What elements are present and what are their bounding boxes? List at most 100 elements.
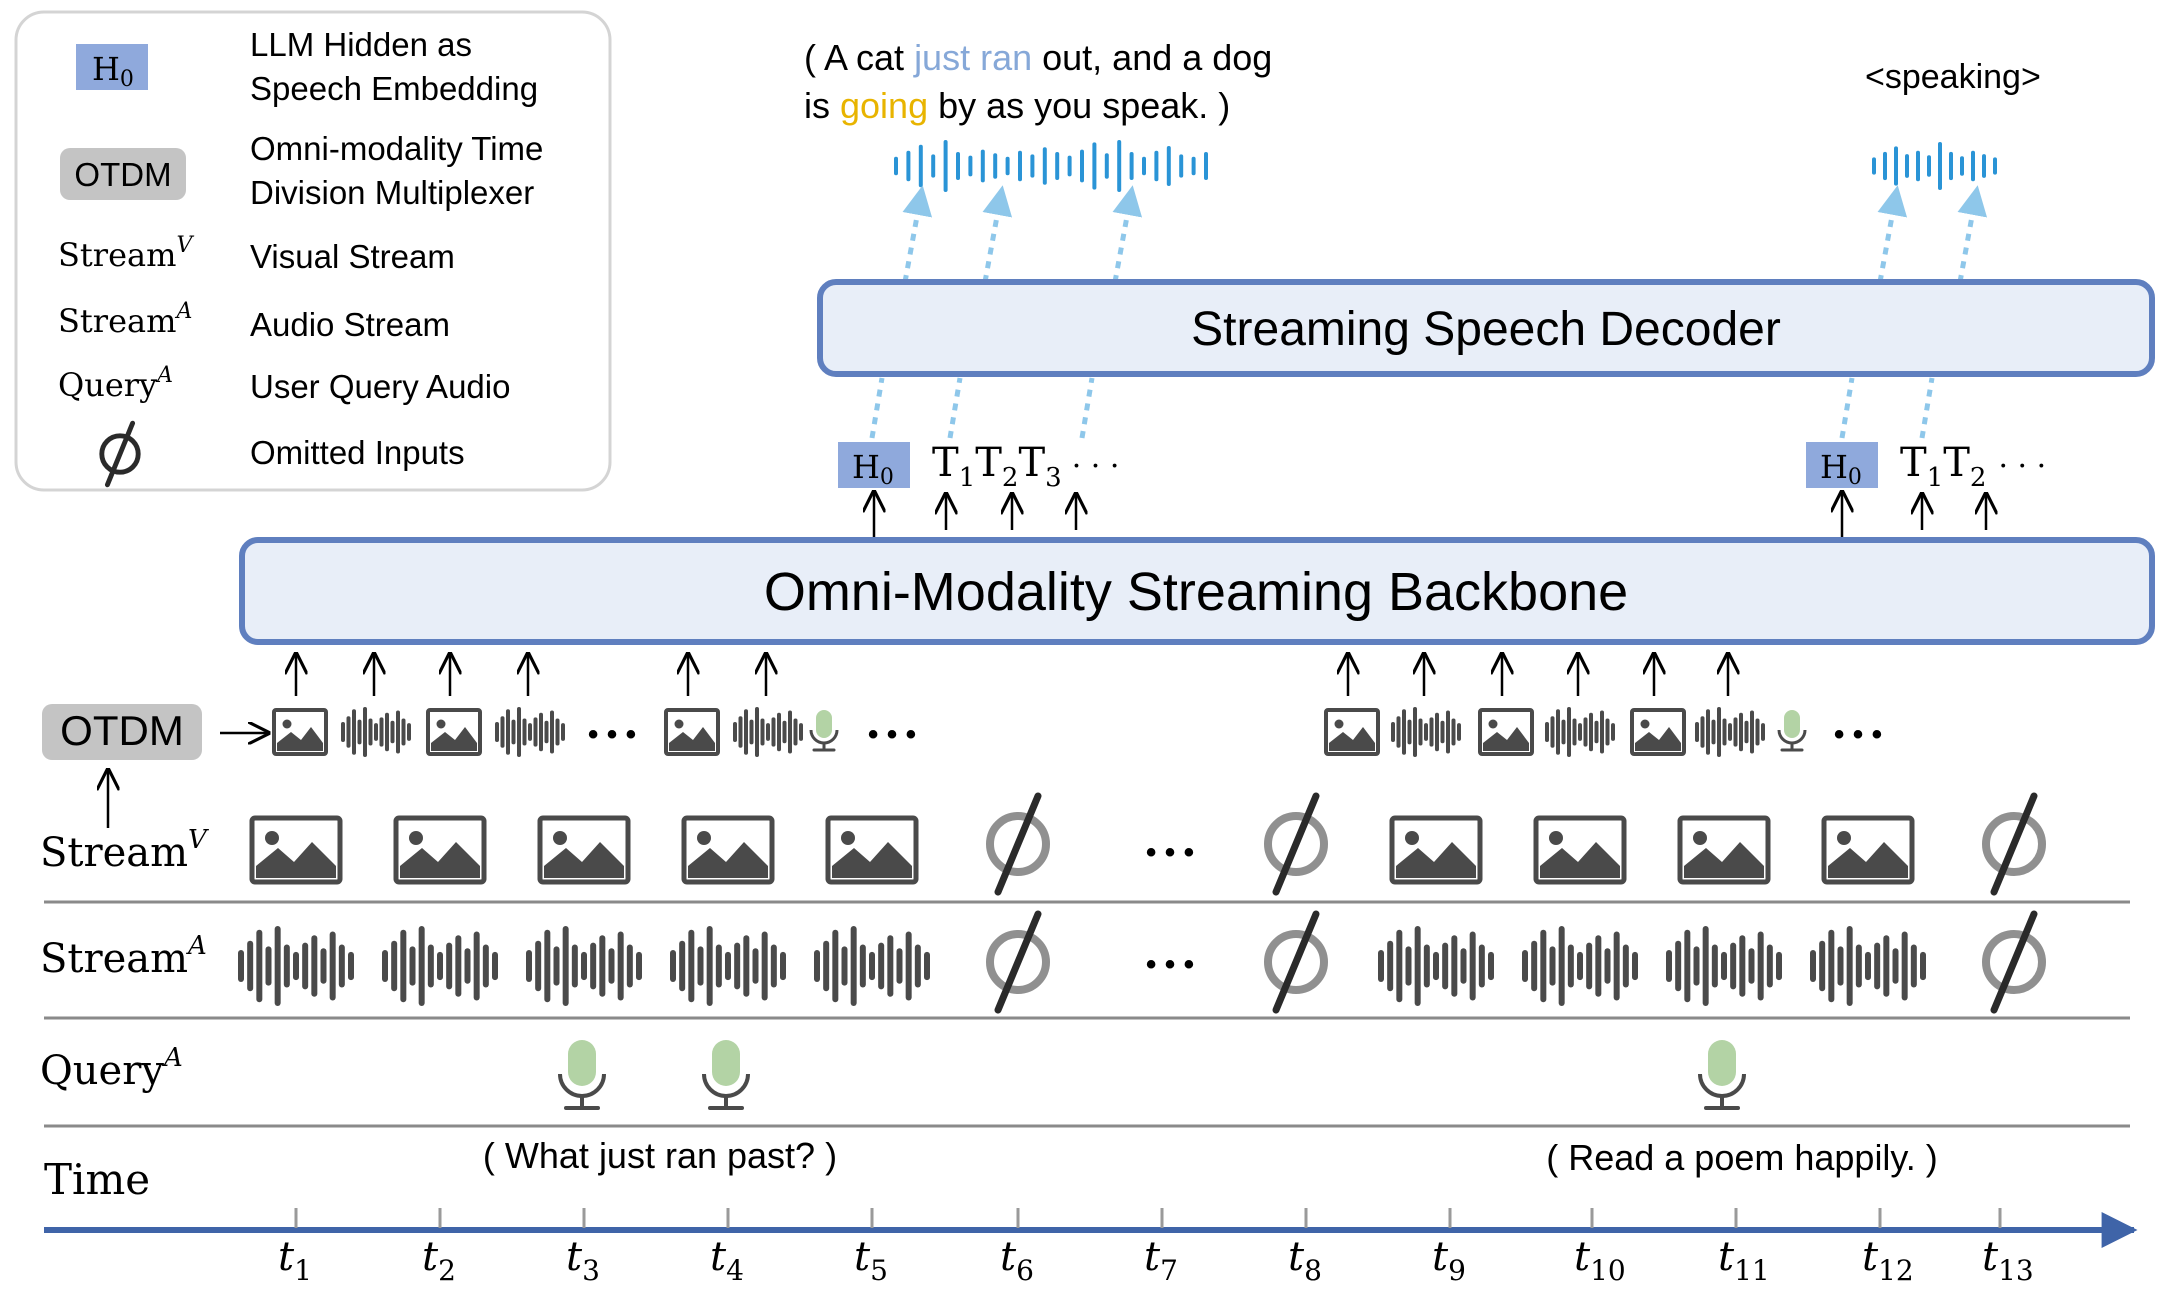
- streaming-speech-decoder-box: [817, 279, 2155, 377]
- legend-streama-text: Audio Stream: [250, 306, 450, 343]
- legend-streamv-text: Visual Stream: [250, 238, 455, 275]
- audio-chunk-waveform-icon: [670, 926, 786, 1006]
- time-tick-label: t9: [1432, 1234, 1466, 1287]
- h0-token-left-label: H0: [852, 448, 894, 490]
- sequence-audio-token-icon: [495, 707, 565, 757]
- audio-chunk-waveform-icon: [526, 926, 642, 1006]
- h0-token-left: [838, 442, 910, 488]
- sequence-image-token-icon: [1324, 708, 1380, 756]
- visual-frame-icon: [1680, 818, 1768, 882]
- omni-modality-backbone-label: Omni-Modality Streaming Backbone: [764, 562, 1628, 622]
- sequence-query-mic-icon: [809, 708, 839, 752]
- legend-h0-text2: Speech Embedding: [250, 70, 538, 107]
- speaking-tag: <speaking>: [1865, 58, 2041, 96]
- output-waveform-left: [894, 140, 1208, 192]
- visual-frame-icon: [396, 818, 484, 882]
- query-caption-right: ( Read a poem happily. ): [1546, 1137, 1938, 1178]
- legend-otdm-text1: Omni-modality Time: [250, 130, 543, 167]
- legend: H0 LLM Hidden as Speech Embedding OTDM O…: [14, 10, 612, 492]
- sequence-image-token-icon: [664, 708, 720, 756]
- omitted-input-icon: [1268, 796, 1324, 892]
- legend-omit-icon: [99, 420, 141, 488]
- audio-row-ellipsis: • • •: [1146, 948, 1194, 981]
- h0-token-right: [1806, 442, 1878, 488]
- time-tick-label: t7: [1144, 1234, 1178, 1287]
- visual-frame-icon: [1536, 818, 1624, 882]
- text-tokens-right: T1T2· · ·: [1900, 440, 2046, 493]
- time-tick-label: t3: [566, 1234, 600, 1287]
- legend-querya-symbol: QueryA: [58, 363, 173, 404]
- query-mic-icon: [702, 1038, 750, 1110]
- backbone-output-arrows: [874, 492, 1986, 566]
- legend-otdm-symbol: OTDM: [74, 156, 171, 193]
- visual-row-ellipsis: • • •: [1146, 836, 1194, 869]
- sequence-ellipsis: • • •: [1834, 718, 1882, 751]
- legend-otdm-badge: [60, 148, 186, 200]
- visual-frame-icon: [684, 818, 772, 882]
- time-tick-label: t13: [1982, 1234, 2034, 1287]
- audio-chunk-waveform-icon: [382, 926, 498, 1006]
- streaming-speech-decoder-label: Streaming Speech Decoder: [1191, 303, 1781, 356]
- audio-chunk-waveform-icon: [814, 926, 930, 1006]
- audio-chunk-waveform-icon: [1810, 926, 1926, 1006]
- sequence-image-token-icon: [1478, 708, 1534, 756]
- query-audio-row: [558, 1038, 1746, 1110]
- time-tick-label: t6: [1000, 1234, 1034, 1287]
- output-caption-line1: ( A cat just ran out, and a dog: [804, 37, 1272, 78]
- sequence-ellipsis: • • •: [588, 718, 636, 751]
- audio-chunk-waveform-icon: [1522, 926, 1638, 1006]
- audio-chunk-waveform-icon: [1378, 926, 1494, 1006]
- query-caption-left: ( What just ran past? ): [483, 1135, 837, 1176]
- legend-h0-text1: LLM Hidden as: [250, 26, 472, 63]
- audio-chunk-waveform-icon: [238, 926, 354, 1006]
- visual-frame-icon: [828, 818, 916, 882]
- omitted-input-icon: [990, 796, 1046, 892]
- sequence-input-arrows: [296, 654, 1728, 696]
- legend-otdm-text2: Division Multiplexer: [250, 174, 534, 211]
- time-tick-label: t4: [710, 1234, 744, 1287]
- token-to-decoder-links: [869, 377, 1935, 439]
- output-waveform-right: [1872, 142, 1997, 190]
- legend-h0-symbol: H0: [92, 50, 134, 92]
- h0-token-right-label: H0: [1820, 448, 1862, 490]
- row-separators: [44, 900, 2130, 1128]
- row-label-time: Time: [44, 1155, 150, 1204]
- time-tick-label: t5: [854, 1234, 888, 1287]
- sequence-image-token-icon: [1630, 708, 1686, 756]
- visual-frame-icon: [1824, 818, 1912, 882]
- time-tick-label: t10: [1574, 1234, 1626, 1287]
- decoder-output-arrows: [902, 185, 1988, 283]
- sequence-audio-token-icon: [1391, 707, 1461, 757]
- audio-chunk-waveform-icon: [1666, 926, 1782, 1006]
- sequence-image-token-icon: [426, 708, 482, 756]
- omni-modality-backbone-box: [239, 537, 2155, 645]
- time-tick-label: t12: [1862, 1234, 1914, 1287]
- visual-frame-icon: [1392, 818, 1480, 882]
- otdm-interleaved-sequence: • • • • • • • • •: [272, 707, 1882, 757]
- legend-querya-text: User Query Audio: [250, 368, 510, 405]
- visual-frame-icon: [252, 818, 340, 882]
- query-mic-icon: [1698, 1038, 1746, 1110]
- legend-h0-swatch: [76, 44, 148, 90]
- otdm-label: OTDM: [60, 707, 184, 754]
- row-label-query-a: QueryA: [40, 1043, 183, 1094]
- time-tick-label: t1: [278, 1234, 312, 1287]
- omitted-input-icon: [990, 914, 1046, 1010]
- sequence-audio-token-icon: [1695, 707, 1765, 757]
- query-mic-icon: [558, 1038, 606, 1110]
- otdm-badge: [42, 704, 202, 760]
- sequence-audio-token-icon: [341, 707, 411, 757]
- legend-streama-symbol: StreamA: [58, 299, 192, 340]
- sequence-query-mic-icon: [1777, 708, 1807, 752]
- audio-stream-row: [238, 914, 2042, 1010]
- sequence-ellipsis: • • •: [868, 718, 916, 751]
- legend-streamv-symbol: StreamV: [58, 233, 194, 274]
- omitted-input-icon: [1986, 796, 2042, 892]
- omitted-input-icon: [1986, 914, 2042, 1010]
- omitted-input-icon: [1268, 914, 1324, 1010]
- time-tick-label: t2: [422, 1234, 456, 1287]
- sequence-image-token-icon: [272, 708, 328, 756]
- row-label-stream-a: StreamA: [40, 931, 207, 982]
